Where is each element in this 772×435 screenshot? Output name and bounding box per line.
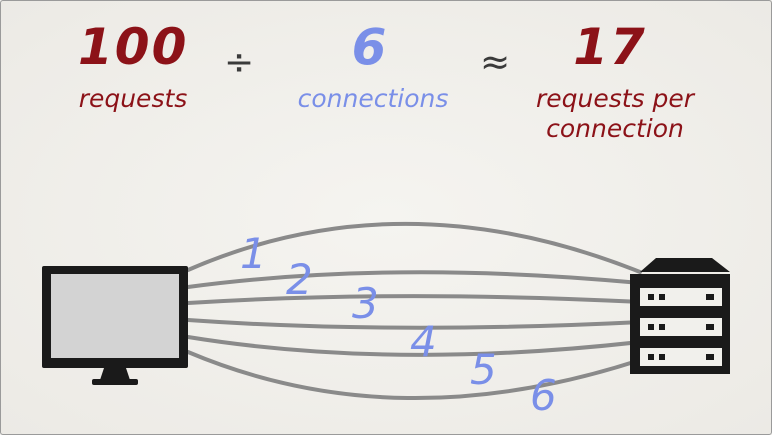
connection-number-2: 2 <box>286 255 313 304</box>
connections-label: connections <box>297 84 449 113</box>
divide-symbol: ÷ <box>224 42 255 83</box>
connection-number-3: 3 <box>352 279 379 328</box>
connection-line-4 <box>186 318 642 330</box>
result-count: 17 <box>573 18 647 76</box>
computer-monitor-icon <box>42 266 188 385</box>
requests-count: 100 <box>78 18 189 76</box>
connection-number-5: 5 <box>470 345 497 394</box>
connection-line-3 <box>186 294 642 305</box>
connection-line-1 <box>186 221 642 274</box>
connection-line-2 <box>186 270 642 289</box>
server-rack-icon <box>630 258 730 374</box>
connection-number-1: 1 <box>240 229 267 278</box>
connections-count: 6 <box>351 18 389 76</box>
result-label-line1: requests per <box>535 84 695 113</box>
approx-symbol: ≈ <box>480 42 511 83</box>
requests-label: requests <box>78 84 188 113</box>
connection-line-5 <box>186 335 642 357</box>
result-label-line2: connection <box>546 114 684 143</box>
connection-line-6 <box>186 350 642 400</box>
connection-number-4: 4 <box>410 317 437 366</box>
connection-number-6: 6 <box>530 371 557 420</box>
